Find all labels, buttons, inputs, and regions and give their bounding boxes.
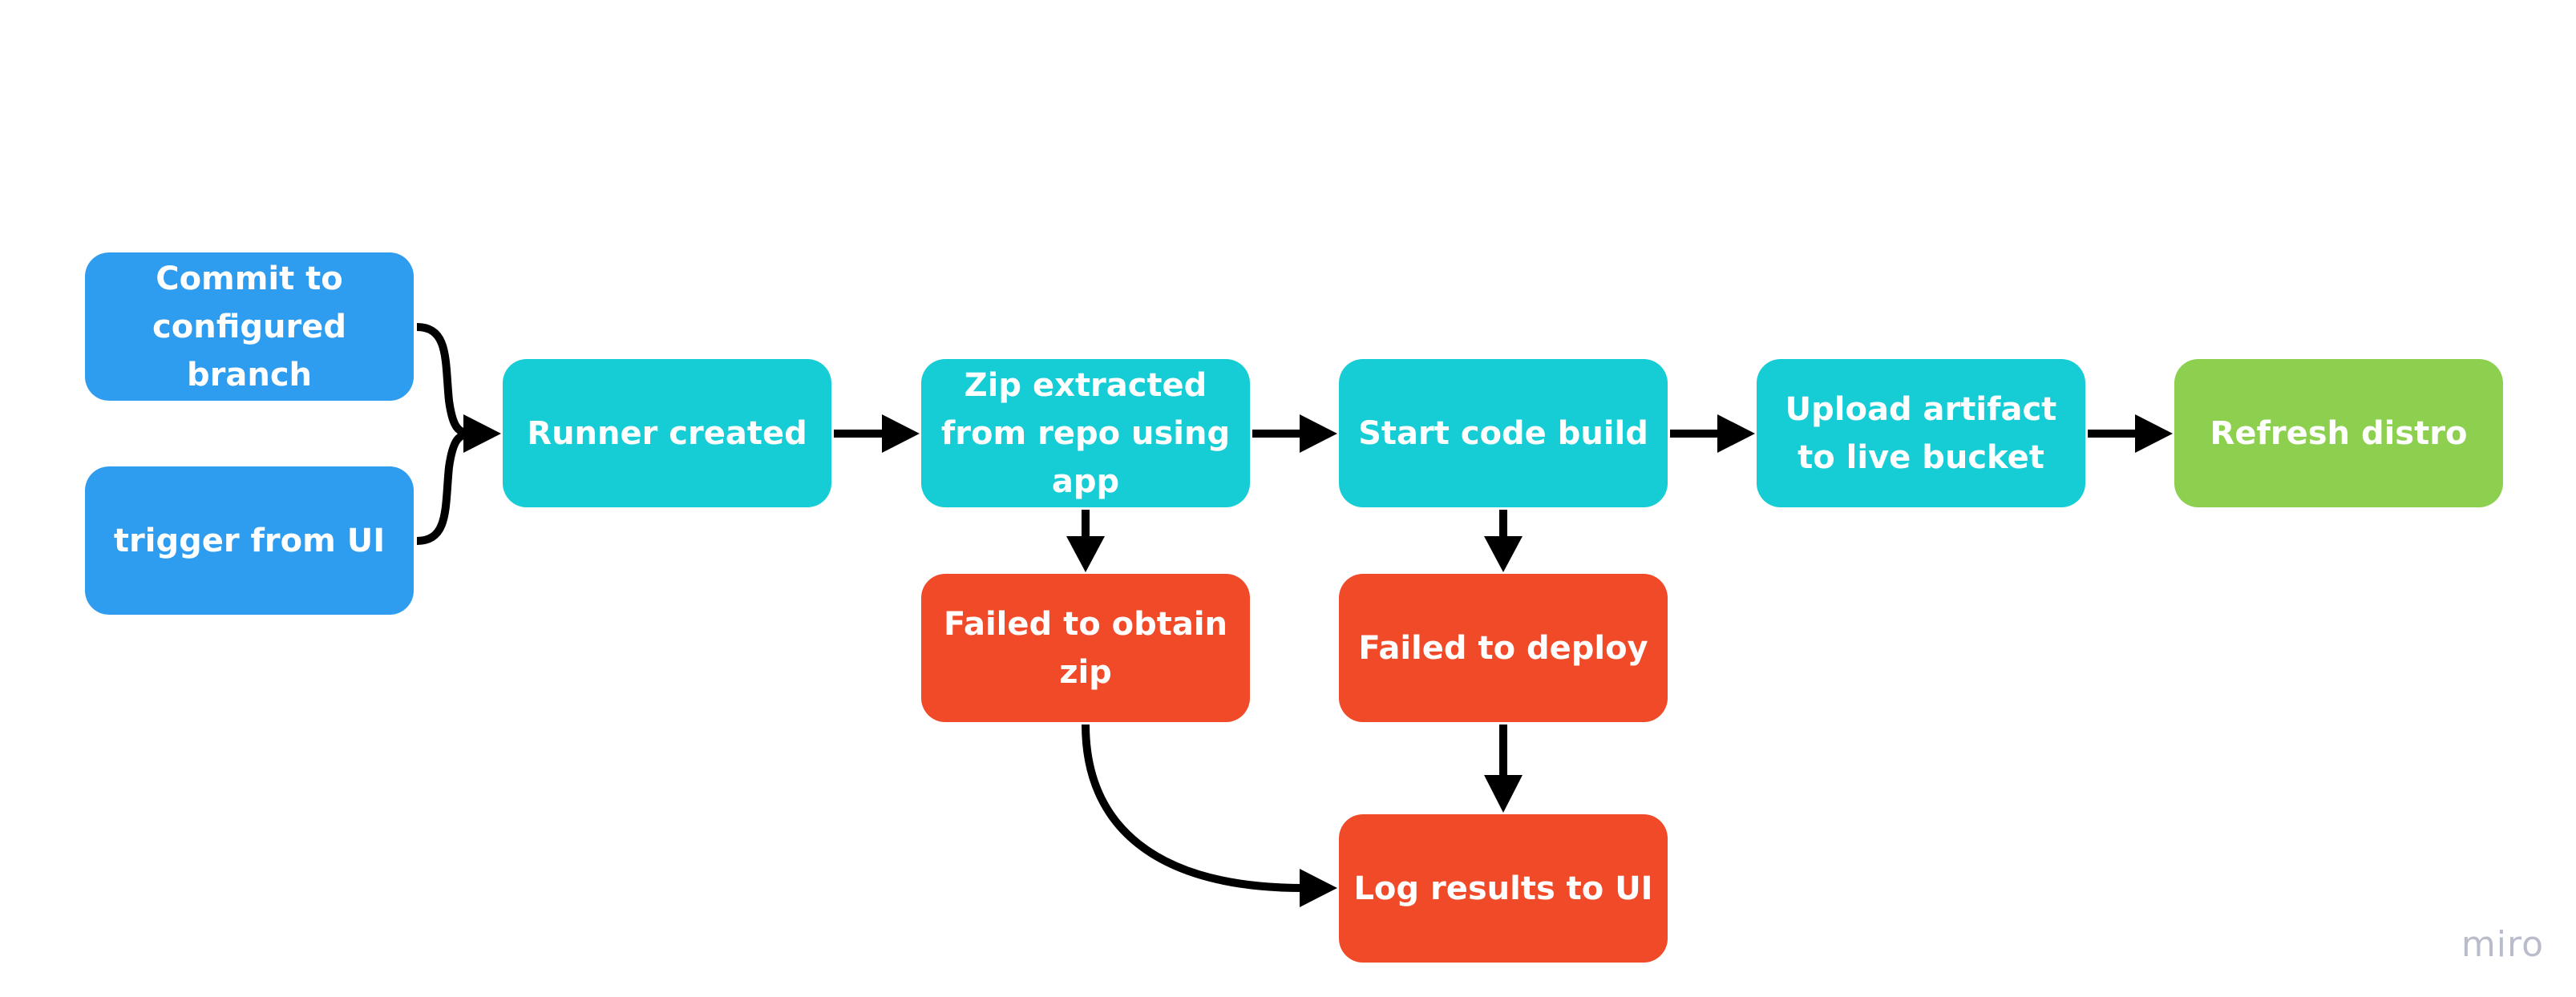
node-commit-to-branch[interactable]: Commit to configured branch <box>85 252 414 401</box>
arrowhead-faildeploy-in <box>1484 536 1523 572</box>
edge-trigger-to-runner <box>416 430 474 545</box>
arrowhead-runner-in <box>463 414 501 453</box>
miro-watermark: miro <box>2461 924 2544 965</box>
node-upload-artifact[interactable]: Upload artifact to live bucket <box>1757 359 2085 507</box>
arrowhead-upload-in <box>1717 414 1755 453</box>
edge-failzip-to-log <box>1082 724 1304 892</box>
node-trigger-from-ui[interactable]: trigger from UI <box>85 466 414 615</box>
node-failed-to-deploy[interactable]: Failed to deploy <box>1339 574 1668 722</box>
node-failed-obtain-zip[interactable]: Failed to obtain zip <box>921 574 1250 722</box>
node-zip-extracted[interactable]: Zip extracted from repo using app <box>921 359 1250 507</box>
arrowhead-refresh-in <box>2135 414 2173 453</box>
arrowhead-log-in-left <box>1300 869 1337 907</box>
node-start-code-build[interactable]: Start code build <box>1339 359 1668 507</box>
arrowhead-build-in <box>1300 414 1337 453</box>
edge-commit-to-runner <box>416 323 474 438</box>
node-refresh-distro[interactable]: Refresh distro <box>2174 359 2503 507</box>
node-runner-created[interactable]: Runner created <box>503 359 831 507</box>
node-log-results[interactable]: Log results to UI <box>1339 814 1668 963</box>
arrowhead-log-in-top <box>1484 775 1523 813</box>
arrowhead-failzip-in <box>1066 536 1105 572</box>
arrowhead-zip-in <box>882 414 920 453</box>
